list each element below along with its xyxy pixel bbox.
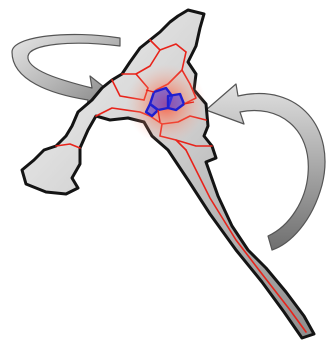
central-highlight bbox=[126, 64, 206, 144]
segmented-region-shape bbox=[22, 10, 314, 338]
